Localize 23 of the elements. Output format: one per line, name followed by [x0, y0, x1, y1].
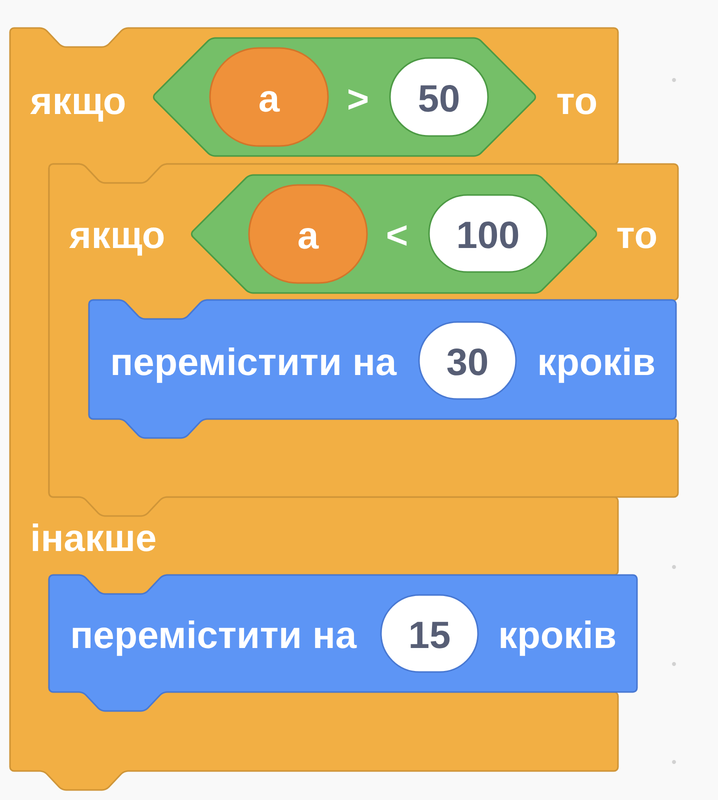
- variable-reporter: a: [209, 47, 329, 147]
- block-label: то: [557, 94, 596, 114]
- block-label: інакше: [32, 523, 156, 552]
- condition-hexagon: [152, 37, 536, 157]
- block-label: якщо: [69, 228, 164, 256]
- motion-block: [48, 574, 638, 712]
- motion-block: [88, 299, 677, 439]
- block-label: кроків: [540, 347, 654, 383]
- condition-hexagon: [190, 174, 598, 294]
- number-field: 50: [389, 57, 489, 137]
- block-label: перемістити на: [112, 347, 397, 383]
- operator-sign: <: [388, 225, 407, 246]
- operator-sign: >: [348, 89, 368, 110]
- number-field: 100: [428, 194, 548, 273]
- block-label: то: [617, 228, 656, 248]
- block-label: перемістити на: [72, 620, 357, 656]
- block-label: якщо: [30, 94, 125, 122]
- if-else-block: [9, 27, 679, 791]
- block-label: кроків: [500, 620, 616, 656]
- number-field: 30: [418, 321, 517, 400]
- variable-reporter: a: [248, 184, 368, 284]
- number-field: 15: [380, 594, 479, 673]
- if-block: [48, 163, 679, 517]
